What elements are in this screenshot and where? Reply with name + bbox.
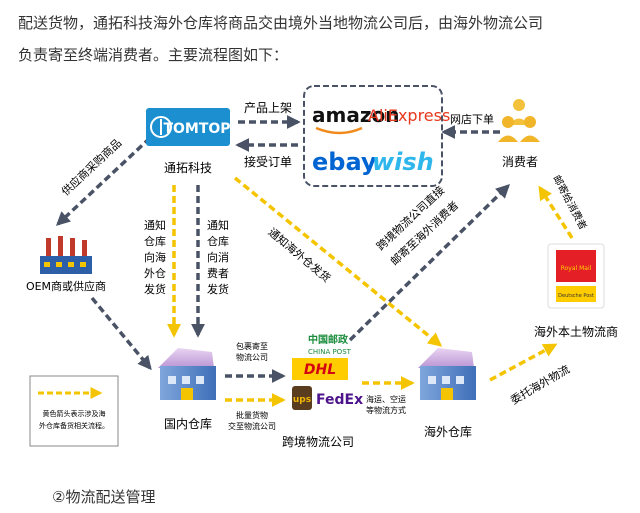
label-notify-overseas-stock: 通知 仓库 向海 外仓 发货 [144, 218, 166, 296]
svg-text:通知: 通知 [207, 218, 229, 232]
label-listing: 产品上架 [244, 101, 292, 115]
consumer-label: 消费者 [502, 155, 538, 169]
arrow-notify-overseas-ship [233, 176, 443, 347]
ups-logo: ups [293, 395, 311, 405]
label-notify-consumer: 通知 仓库 向消 费者 发货 [207, 218, 229, 296]
arrow-purchase [55, 136, 152, 226]
label-online-order: 网店下单 [450, 112, 494, 126]
intro-line-2: 负责寄至终端消费者。主要流程图如下： [18, 46, 289, 64]
arrow-oem-domestic [90, 296, 152, 371]
china-post-logo: 中国邮政 [308, 333, 349, 346]
amazon-smile-icon [315, 126, 363, 135]
legend-text-2: 外仓库备货相关流程。 [39, 421, 109, 430]
svg-text:费者: 费者 [207, 267, 229, 280]
arrow-direct-mail [348, 184, 511, 342]
svg-text:通知: 通知 [144, 218, 166, 232]
label-entrust: 委托海外物流 [508, 362, 572, 407]
amazon-logo: amazon [312, 103, 399, 127]
oem-label: OEM商或供应商 [26, 279, 106, 293]
domestic-label: 国内仓库 [164, 416, 212, 431]
svg-text:向海: 向海 [144, 250, 166, 264]
local-carrier-label: 海外本土物流商 [534, 324, 618, 339]
local-carrier-logos: Royal Mail Deutsche Post [547, 243, 605, 309]
label-parcel-2: 物流公司 [236, 352, 268, 362]
legend-box: 黄色箭头表示涉及海 外仓库备货相关流程。 [29, 375, 119, 447]
fedex-logo: FedEx [316, 392, 363, 408]
label-notify-overseas-ship: 通知海外仓发货 [266, 225, 334, 285]
intro-line-1: 配送货物，通拓科技海外仓库将商品交由境外当地物流公司后，由海外物流公司 [18, 14, 544, 32]
label-sea-air-1: 海运、空运 [366, 394, 406, 404]
china-post-en-logo: CHINA POST [308, 348, 352, 356]
ebay-logo: ebay [312, 148, 377, 176]
deutsche-post-logo: Deutsche Post [558, 293, 594, 299]
svg-text:发货: 发货 [144, 282, 166, 296]
label-bulk-1: 批量货物 [236, 410, 268, 420]
tomtop-logo: TOMTOP [146, 108, 231, 146]
label-deliver: 邮寄给消费者 [550, 173, 590, 232]
crossborder-label: 跨境物流公司 [282, 434, 354, 449]
royal-mail-logo: Royal Mail [561, 265, 592, 272]
crossborder-carriers: 中国邮政 CHINA POST DHL ups FedEx [292, 333, 363, 410]
overseas-warehouse-icon [418, 348, 476, 400]
svg-text:仓库: 仓库 [144, 234, 166, 248]
aliexpress-logo: AliExpress [368, 106, 450, 125]
arrow-entrust [489, 343, 558, 382]
label-purchase: 供应商采购商品 [58, 136, 124, 199]
consumer-icon [498, 99, 540, 142]
label-bulk-2: 交至物流公司 [228, 421, 276, 431]
tomtop-label: 通拓科技 [164, 161, 212, 175]
label-parcel-1: 包裹寄至 [236, 341, 268, 351]
wish-logo: wish [372, 148, 434, 176]
svg-text:外仓: 外仓 [144, 266, 166, 280]
svg-text:发货: 发货 [207, 282, 229, 296]
svg-text:向消: 向消 [207, 250, 229, 264]
platforms-box: amazon AliExpress ebay wish [303, 85, 450, 187]
label-sea-air-2: 等物流方式 [366, 405, 406, 415]
overseas-label: 海外仓库 [424, 424, 472, 439]
legend-text-1: 黄色箭头表示涉及海 [43, 409, 106, 418]
dhl-logo: DHL [304, 362, 336, 378]
section-heading: ②物流配送管理 [52, 488, 156, 506]
label-orders: 接受订单 [244, 154, 292, 169]
svg-text:仓库: 仓库 [207, 234, 229, 248]
arrow-deliver [538, 185, 574, 239]
tomtop-logo-text: TOMTOP [163, 121, 230, 137]
domestic-warehouse-icon [158, 348, 216, 400]
factory-icon [40, 236, 92, 274]
